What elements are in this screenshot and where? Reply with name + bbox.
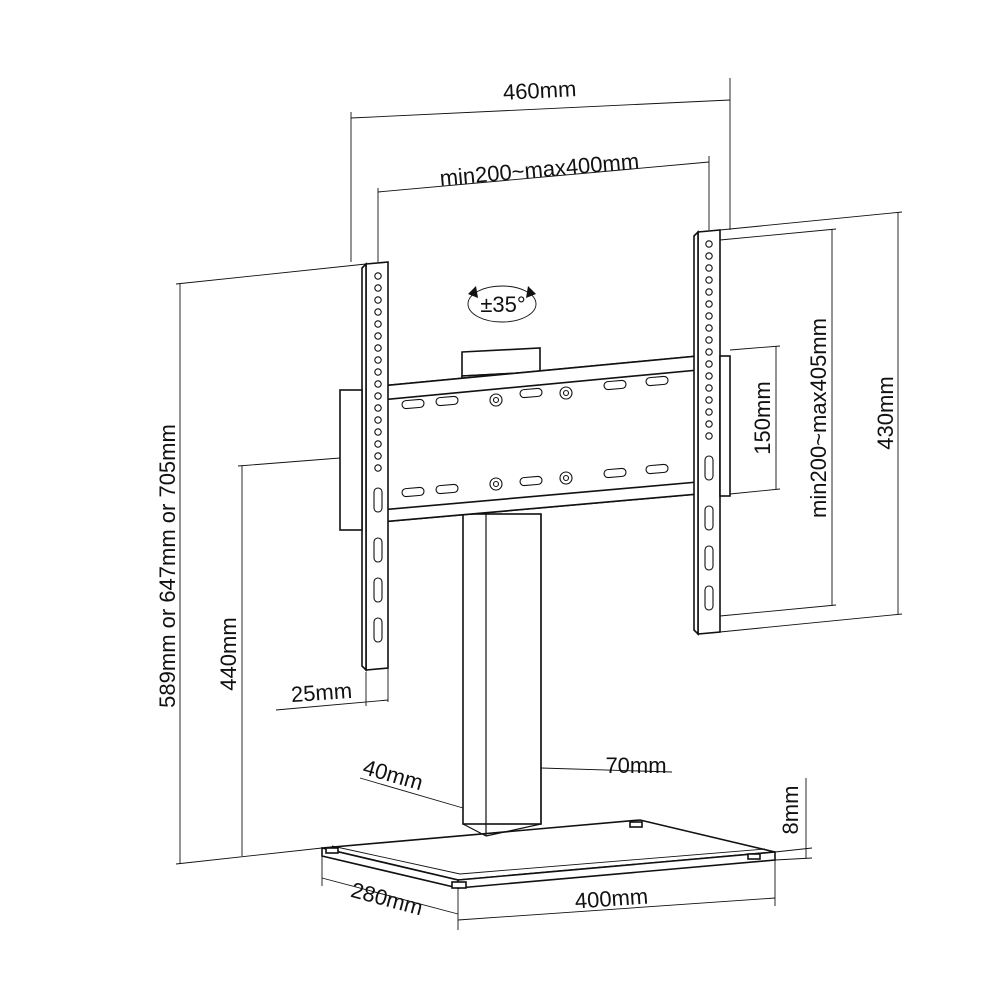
- lower-slot-row: [401, 463, 669, 498]
- arm-height-label: 430mm: [873, 376, 898, 449]
- upper-slot-row: [401, 375, 669, 410]
- total-height-label: 589mm or 647mm or 705mm: [155, 424, 180, 708]
- left-arm-holes: [373, 272, 383, 643]
- left-vertical-arm: [339, 261, 389, 672]
- bolts: [489, 386, 573, 491]
- vesa-horizontal-label: min200~max400mm: [439, 148, 640, 190]
- base-depth-label: 280mm: [348, 877, 425, 920]
- base-thickness-label: 8mm: [778, 786, 803, 835]
- tilt-label: ±35°: [480, 292, 525, 317]
- pole-width-label: 70mm: [605, 753, 666, 778]
- arm-width-label: 25mm: [290, 678, 353, 707]
- right-vertical-arm: [693, 229, 731, 636]
- pole-height-label: 440mm: [216, 617, 241, 690]
- mounting-plate: [379, 355, 699, 523]
- overall-width-label: 460mm: [502, 76, 577, 105]
- base-plate: [321, 819, 776, 890]
- vesa-vertical-label: min200~max405mm: [806, 318, 831, 518]
- base-width-label: 400mm: [574, 883, 649, 913]
- support-pole: [462, 513, 542, 837]
- dimension-lines: [175, 78, 903, 930]
- vertical-spacing-label: 150mm: [750, 381, 775, 454]
- pole-depth-label: 40mm: [360, 754, 426, 795]
- right-arm-holes: [704, 240, 714, 611]
- tilt-indicator: ±35°: [467, 285, 537, 323]
